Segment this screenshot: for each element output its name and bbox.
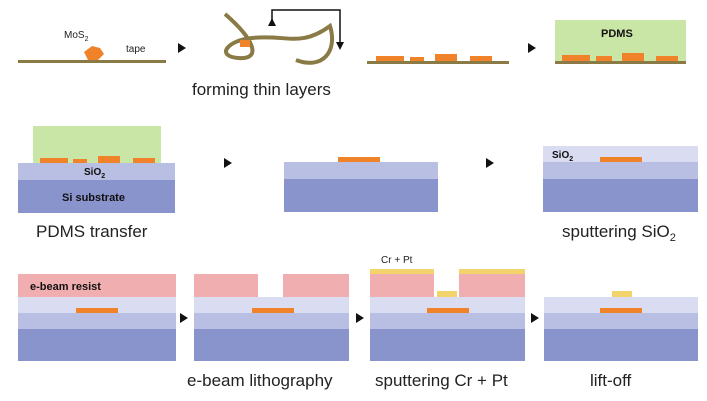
sio2-label: SiO2 bbox=[84, 167, 105, 180]
sio2-top-layer bbox=[543, 146, 698, 162]
arrow-right-icon bbox=[486, 158, 494, 168]
step-folded-tape: forming thin layers bbox=[192, 9, 344, 99]
step-liftoff: lift-off bbox=[544, 291, 698, 390]
crpt-top-label: Cr + Pt bbox=[381, 255, 413, 266]
folded-tape bbox=[223, 12, 334, 65]
pdms-transfer-label: PDMS transfer bbox=[36, 222, 148, 241]
si-substrate-layer bbox=[543, 179, 698, 212]
resist-layer bbox=[18, 274, 176, 297]
flake bbox=[600, 308, 642, 313]
sio2-layer bbox=[544, 313, 698, 329]
crpt-right bbox=[459, 269, 525, 274]
si-substrate-layer bbox=[18, 180, 175, 213]
flake bbox=[40, 158, 68, 163]
step-ebeam-lithography: e-beam lithography bbox=[187, 274, 349, 390]
flake bbox=[656, 56, 678, 61]
arrow-right-icon bbox=[178, 43, 186, 53]
step-sputtering-crpt: Cr + Pt sputtering Cr + Pt bbox=[370, 255, 525, 390]
crpt-left bbox=[370, 269, 434, 274]
sio2-layer bbox=[370, 313, 525, 329]
flake bbox=[252, 308, 294, 313]
sputtering-sio2-label: sputtering SiO2 bbox=[562, 222, 676, 244]
flake bbox=[133, 158, 155, 163]
arrow-right-icon bbox=[528, 43, 536, 53]
si-substrate-layer bbox=[284, 179, 438, 212]
flake bbox=[76, 308, 118, 313]
flake bbox=[338, 157, 380, 162]
sputtering-crpt-label: sputtering Cr + Pt bbox=[375, 371, 508, 390]
si-substrate-layer bbox=[194, 329, 349, 361]
fold-arrow bbox=[271, 9, 341, 44]
resist-left bbox=[370, 274, 434, 297]
resist-right bbox=[283, 274, 349, 297]
flake bbox=[98, 156, 120, 163]
sio2-top-layer bbox=[194, 297, 349, 313]
ebeam-resist-label: e-beam resist bbox=[30, 281, 101, 293]
step-tape-mos2: MoS2 tape bbox=[18, 30, 166, 63]
crpt-in-trench bbox=[437, 291, 457, 297]
sio2-layer bbox=[18, 163, 175, 180]
arrow-right-icon bbox=[531, 313, 539, 323]
sio2-top-layer bbox=[370, 297, 525, 313]
sio2-layer bbox=[543, 162, 698, 179]
arrow-up-icon bbox=[268, 18, 276, 26]
sio2-top-label: SiO2 bbox=[552, 150, 573, 163]
step-pdms-on-tape: PDMS bbox=[555, 20, 686, 64]
pdms-block bbox=[555, 20, 686, 61]
flake bbox=[73, 159, 87, 163]
sio2-layer bbox=[284, 162, 438, 179]
step-pdms-transfer: SiO2 Si substrate PDMS transfer bbox=[18, 126, 175, 241]
liftoff-label: lift-off bbox=[590, 371, 632, 390]
flake-on-tape bbox=[240, 40, 250, 47]
tape-strip bbox=[367, 61, 509, 64]
sio2-layer bbox=[18, 313, 176, 329]
mos2-crystal bbox=[84, 46, 104, 60]
step-ebeam-resist: e-beam resist bbox=[18, 274, 176, 361]
arrow-right-icon bbox=[180, 313, 188, 323]
si-substrate-label: Si substrate bbox=[62, 192, 125, 204]
flake bbox=[470, 56, 492, 61]
flake bbox=[427, 308, 469, 313]
crpt-contact bbox=[612, 291, 632, 297]
step-sputtering-sio2: SiO2 sputtering SiO2 bbox=[543, 146, 698, 244]
flake bbox=[622, 53, 644, 61]
sio2-layer bbox=[194, 313, 349, 329]
pdms-label: PDMS bbox=[601, 28, 633, 40]
flake bbox=[435, 54, 457, 61]
tape-strip bbox=[555, 61, 686, 64]
forming-label: forming thin layers bbox=[192, 80, 331, 99]
resist-left bbox=[194, 274, 258, 297]
sio2-top-layer bbox=[544, 297, 698, 313]
step-thin-flakes bbox=[367, 54, 509, 64]
ebeam-litho-label: e-beam lithography bbox=[187, 371, 333, 390]
resist-right bbox=[459, 274, 525, 297]
pdms-block bbox=[33, 126, 161, 163]
si-substrate-layer bbox=[18, 329, 176, 361]
flake bbox=[600, 157, 642, 162]
si-substrate-layer bbox=[544, 329, 698, 361]
sio2-top-layer bbox=[18, 297, 176, 313]
step-flake-on-substrate bbox=[284, 157, 438, 212]
arrow-right-icon bbox=[224, 158, 232, 168]
flake bbox=[596, 56, 612, 61]
flake bbox=[562, 55, 590, 61]
flake bbox=[376, 56, 404, 61]
flake bbox=[410, 57, 424, 61]
mos2-label: MoS2 bbox=[64, 30, 89, 43]
tape-label: tape bbox=[126, 44, 146, 55]
arrow-down-icon bbox=[336, 42, 344, 50]
si-substrate-layer bbox=[370, 329, 525, 361]
arrow-right-icon bbox=[356, 313, 364, 323]
tape-strip bbox=[18, 60, 166, 63]
